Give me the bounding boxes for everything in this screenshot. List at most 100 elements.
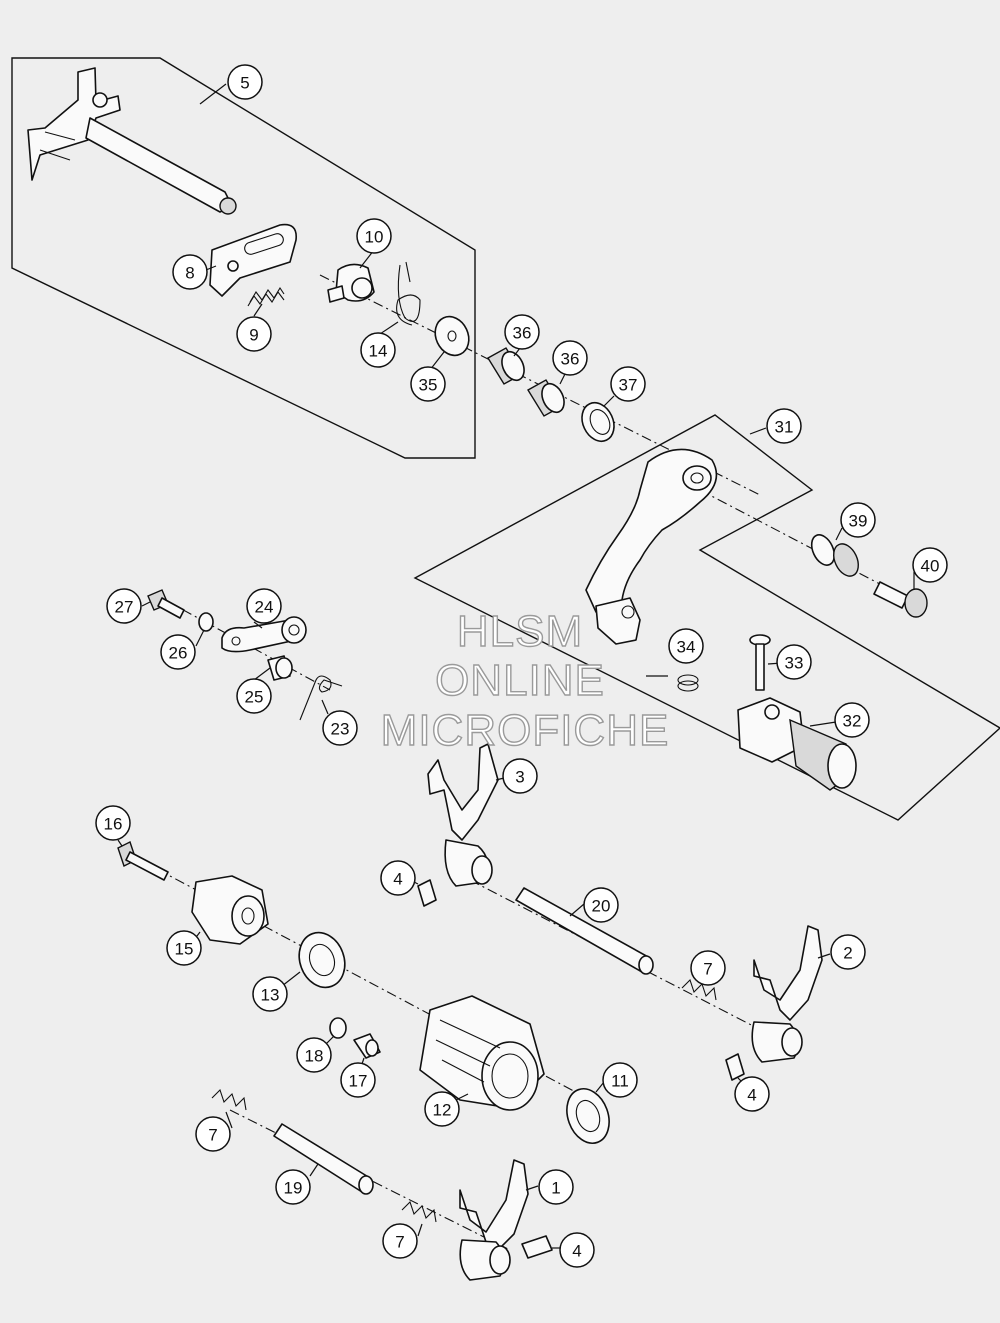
callout-c39: 39 <box>840 502 876 538</box>
part-bolt-27 <box>147 589 185 619</box>
callout-circle <box>502 758 538 794</box>
callout-number: 15 <box>175 940 194 959</box>
callout-number: 40 <box>921 557 940 576</box>
callout-c4b: 4 <box>734 1076 770 1112</box>
callout-c31: 31 <box>766 408 802 444</box>
callout-c13: 13 <box>252 976 288 1012</box>
callout-c23: 23 <box>322 710 358 746</box>
callout-number: 24 <box>255 598 274 617</box>
callout-circle <box>840 502 876 538</box>
part-guide-pin-4c <box>521 1235 553 1259</box>
callout-number: 12 <box>433 1101 452 1120</box>
callout-c7b: 7 <box>195 1116 231 1152</box>
callout-number: 27 <box>115 598 134 617</box>
callout-number: 8 <box>185 264 194 283</box>
callout-c15: 15 <box>166 930 202 966</box>
watermark-line2: ONLINE <box>435 656 605 705</box>
callout-c3: 3 <box>502 758 538 794</box>
callout-c16: 16 <box>95 805 131 841</box>
part-lock-lever-24 <box>221 616 307 653</box>
callout-c19: 19 <box>275 1169 311 1205</box>
callout-circle <box>559 1232 595 1268</box>
part-guide-pin-4a <box>417 879 437 907</box>
callout-number: 7 <box>395 1233 404 1252</box>
callout-circle <box>275 1169 311 1205</box>
callout-c8: 8 <box>172 254 208 290</box>
leader-lines <box>117 83 915 1249</box>
callout-c10: 10 <box>356 218 392 254</box>
callout-number: 4 <box>572 1242 581 1261</box>
part-shift-lever <box>585 448 718 645</box>
callout-c4a: 4 <box>380 860 416 896</box>
watermark-line3: MICROFICHE <box>381 706 670 755</box>
callout-number: 9 <box>249 326 258 345</box>
callout-circle <box>766 408 802 444</box>
part-shift-rod-20 <box>515 887 654 975</box>
part-pin-33 <box>749 634 771 691</box>
callout-circle <box>538 1169 574 1205</box>
part-bearing-11 <box>566 1088 610 1144</box>
callout-number: 4 <box>393 870 402 889</box>
callout-c35: 35 <box>410 366 446 402</box>
callout-circle <box>166 930 202 966</box>
callout-circle <box>160 634 196 670</box>
part-washer-35 <box>434 315 470 357</box>
callout-circle <box>195 1116 231 1152</box>
callout-c34: 34 <box>668 628 704 664</box>
callout-number: 5 <box>240 74 249 93</box>
callout-number: 35 <box>419 376 438 395</box>
callout-circle <box>296 1037 332 1073</box>
callout-number: 14 <box>369 342 388 361</box>
callout-number: 33 <box>785 654 804 673</box>
callout-c17: 17 <box>340 1062 376 1098</box>
callout-circle <box>734 1076 770 1112</box>
callout-c32: 32 <box>834 702 870 738</box>
callout-circle <box>410 366 446 402</box>
part-shift-fork-1 <box>459 1159 529 1281</box>
callout-c9: 9 <box>236 316 272 352</box>
part-sleeve-10 <box>327 263 375 303</box>
callout-number: 36 <box>513 324 532 343</box>
part-washer-26 <box>198 612 214 632</box>
callout-circle <box>830 934 866 970</box>
callout-c11: 11 <box>602 1062 638 1098</box>
callout-number: 39 <box>849 512 868 531</box>
callout-circle <box>424 1091 460 1127</box>
callout-circle <box>610 366 646 402</box>
part-spring-9 <box>247 286 285 307</box>
callout-circle <box>236 316 272 352</box>
part-shift-fork-2 <box>751 925 823 1063</box>
callout-number: 37 <box>619 376 638 395</box>
part-footrest-32 <box>737 697 857 791</box>
callout-c27: 27 <box>106 588 142 624</box>
watermark-line1: HLSM <box>457 607 583 656</box>
callout-number: 13 <box>261 986 280 1005</box>
callout-number: 36 <box>561 350 580 369</box>
callout-c40: 40 <box>912 547 948 583</box>
callout-number: 34 <box>677 638 696 657</box>
callout-number: 3 <box>515 768 524 787</box>
callout-number: 19 <box>284 1179 303 1198</box>
callout-number: 26 <box>169 644 188 663</box>
callout-c14: 14 <box>360 332 396 368</box>
part-bearing-36a <box>487 347 525 385</box>
part-shift-star-15 <box>191 875 269 945</box>
callout-number: 17 <box>349 1072 368 1091</box>
part-washer-39 <box>810 534 859 577</box>
callout-circle <box>382 1223 418 1259</box>
callout-c1: 1 <box>538 1169 574 1205</box>
callout-circle <box>252 976 288 1012</box>
part-guide-pin-4b <box>725 1053 745 1081</box>
callout-circle <box>236 678 272 714</box>
callout-circle <box>340 1062 376 1098</box>
callout-c4c: 4 <box>559 1232 595 1268</box>
callout-number: 16 <box>104 815 123 834</box>
callout-c5: 5 <box>227 64 263 100</box>
group-box-shift-shaft <box>11 57 476 459</box>
callout-c36b: 36 <box>552 340 588 376</box>
callout-circle <box>360 332 396 368</box>
part-spacer-25 <box>267 655 293 681</box>
callout-c20: 20 <box>583 887 619 923</box>
part-bolt-16 <box>117 841 169 881</box>
